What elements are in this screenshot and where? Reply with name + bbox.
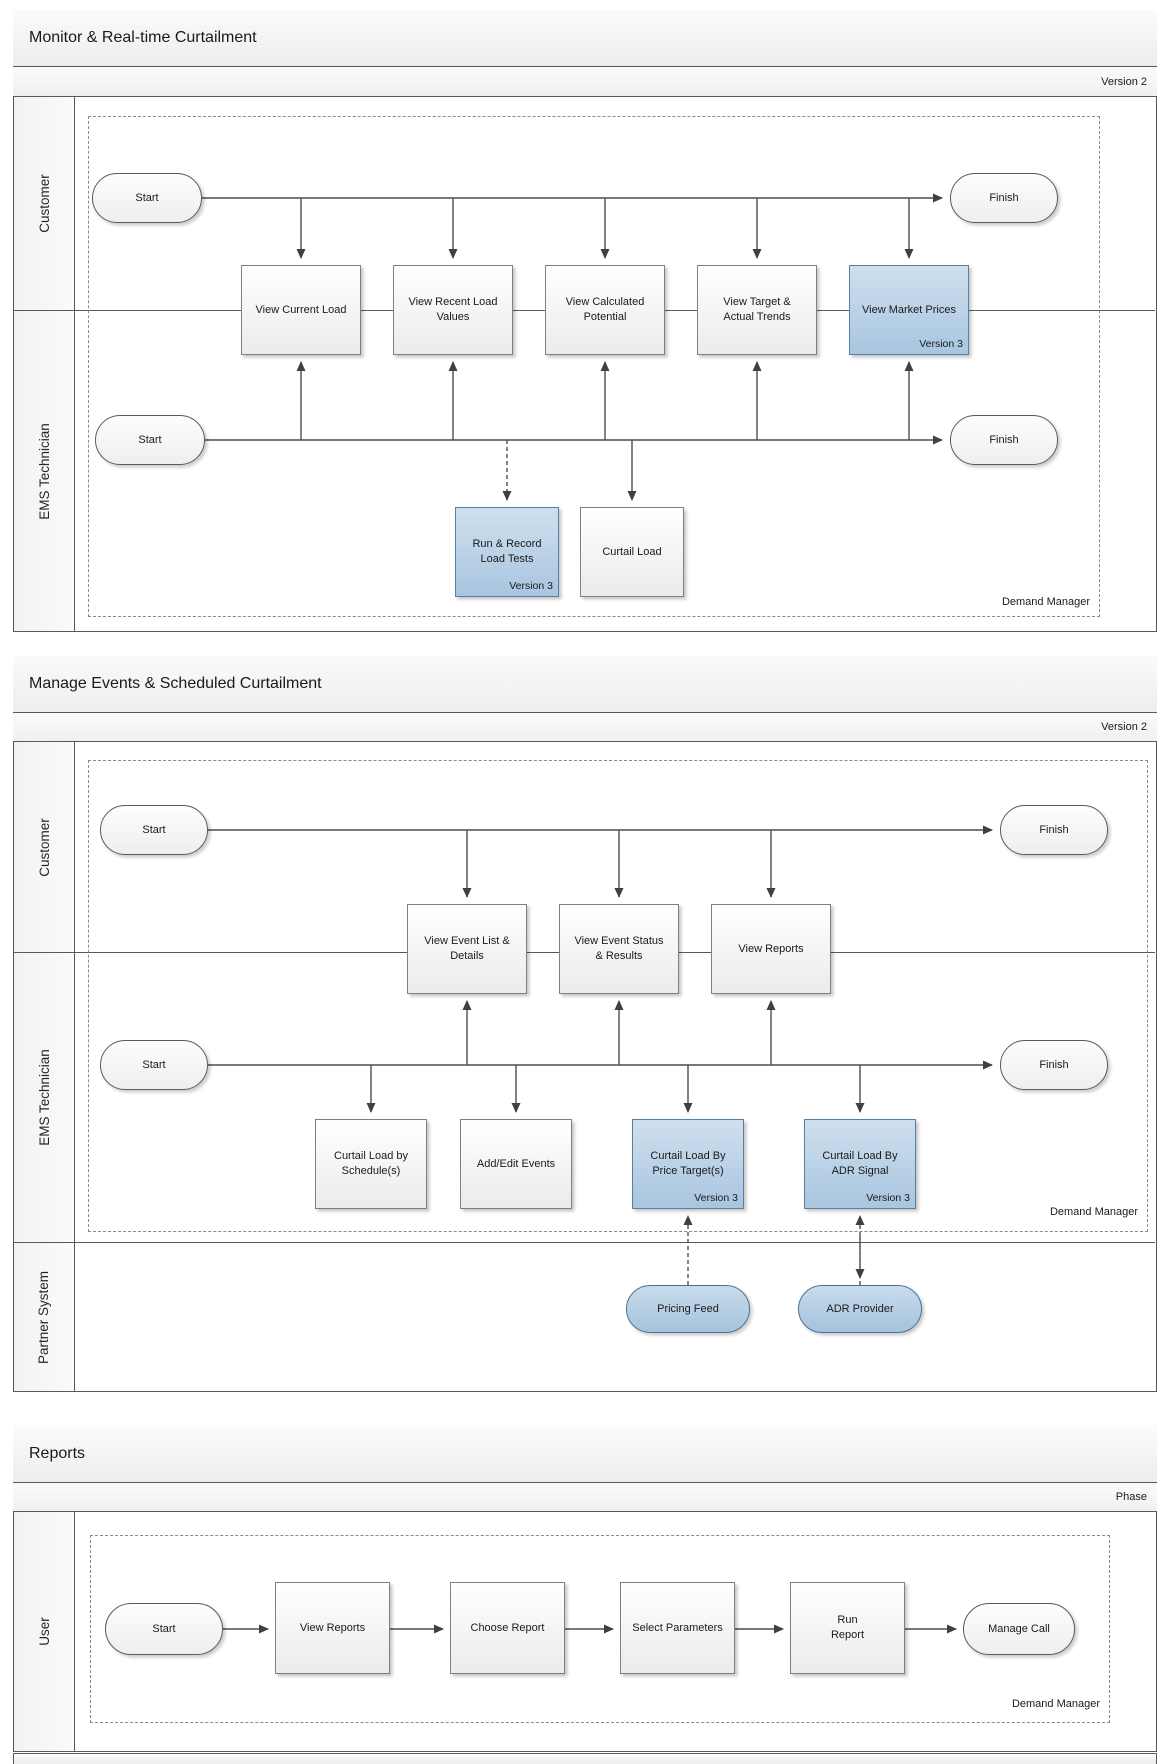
version-badge: Version 3 [866,1191,910,1204]
terminator-finish: Finish [950,415,1058,465]
lane-user: User [14,1512,75,1751]
lane-label: EMS Technician [36,1049,52,1146]
demand-manager-container [90,1535,1110,1723]
lane-label: Customer [36,817,52,877]
terminator-start: Start [95,415,205,465]
section-title-bar: Monitor & Real-time Curtailment [13,10,1157,67]
version-label: Version 2 [1101,75,1147,88]
version-badge: Version 3 [509,579,553,592]
lane-customer: Customer [14,742,75,952]
version-badge: Version 3 [694,1191,738,1204]
section-title: Reports [29,1444,86,1462]
container-label: Demand Manager [1049,1206,1138,1218]
activity-run-report: Run Report [790,1582,905,1674]
activity-run-record-load-tests: Run & Record Load Tests Version 3 [455,507,559,597]
activity-view-market-prices: View Market Prices Version 3 [849,265,969,355]
lane-divider [14,1242,1155,1243]
section-title-bar: Reports [13,1425,1157,1483]
section-title: Monitor & Real-time Curtailment [29,29,257,46]
activity-view-calculated-potential: View Calculated Potential [545,265,665,355]
lane-label: User [36,1617,52,1646]
activity-view-reports: View Reports [275,1582,390,1674]
terminator-finish: Finish [950,173,1058,223]
activity-curtail-load-by-schedules: Curtail Load by Schedule(s) [315,1119,427,1209]
phase-label: Phase [1115,1491,1147,1503]
demand-manager-container [88,760,1148,1232]
activity-select-parameters: Select Parameters [620,1582,735,1674]
section-title: Manage Events & Scheduled Curtailment [29,674,322,692]
activity-view-event-status-results: View Event Status & Results [559,904,679,994]
terminator-start: Start [105,1603,223,1655]
activity-view-target-actual-trends: View Target & Actual Trends [697,265,817,355]
lane-ems-technician: EMS Technician [14,953,75,1242]
terminator-manage-call: Manage Call [963,1603,1075,1655]
lane-label: Partner System [36,1270,52,1364]
activity-choose-report: Choose Report [450,1582,565,1674]
terminator-finish: Finish [1000,805,1108,855]
activity-curtail-load-by-adr-signal: Curtail Load By ADR Signal Version 3 [804,1119,916,1209]
activity-view-event-list-details: View Event List & Details [407,904,527,994]
activity-curtail-load: Curtail Load [580,507,684,597]
section-title-bar: Manage Events & Scheduled Curtailment [13,655,1157,713]
activity-view-recent-load-values: View Recent Load Values [393,265,513,355]
next-section-cutoff [13,1753,1157,1764]
version-bar: Version 2 [13,713,1157,742]
phase-bar: Phase [13,1483,1157,1512]
lane-partner-system: Partner System [14,1243,75,1391]
partner-adr-provider: ADR Provider [798,1285,922,1333]
demand-manager-container [88,116,1100,617]
version-bar: Version 2 [13,67,1157,97]
container-label: Demand Manager [1011,1698,1100,1710]
terminator-start: Start [92,173,202,223]
lane-ems-technician: EMS Technician [14,311,75,631]
lane-label: Customer [36,174,52,233]
lane-customer: Customer [14,97,75,310]
version-label: Version 2 [1101,721,1147,733]
activity-view-current-load: View Current Load [241,265,361,355]
version-badge: Version 3 [919,337,963,350]
terminator-start: Start [100,805,208,855]
terminator-start: Start [100,1040,208,1090]
activity-curtail-load-by-price-targets: Curtail Load By Price Target(s) Version … [632,1119,744,1209]
terminator-finish: Finish [1000,1040,1108,1090]
partner-pricing-feed: Pricing Feed [626,1285,750,1333]
lane-label: EMS Technician [36,422,52,520]
activity-view-reports: View Reports [711,904,831,994]
activity-add-edit-events: Add/Edit Events [460,1119,572,1209]
container-label: Demand Manager [1001,596,1090,608]
